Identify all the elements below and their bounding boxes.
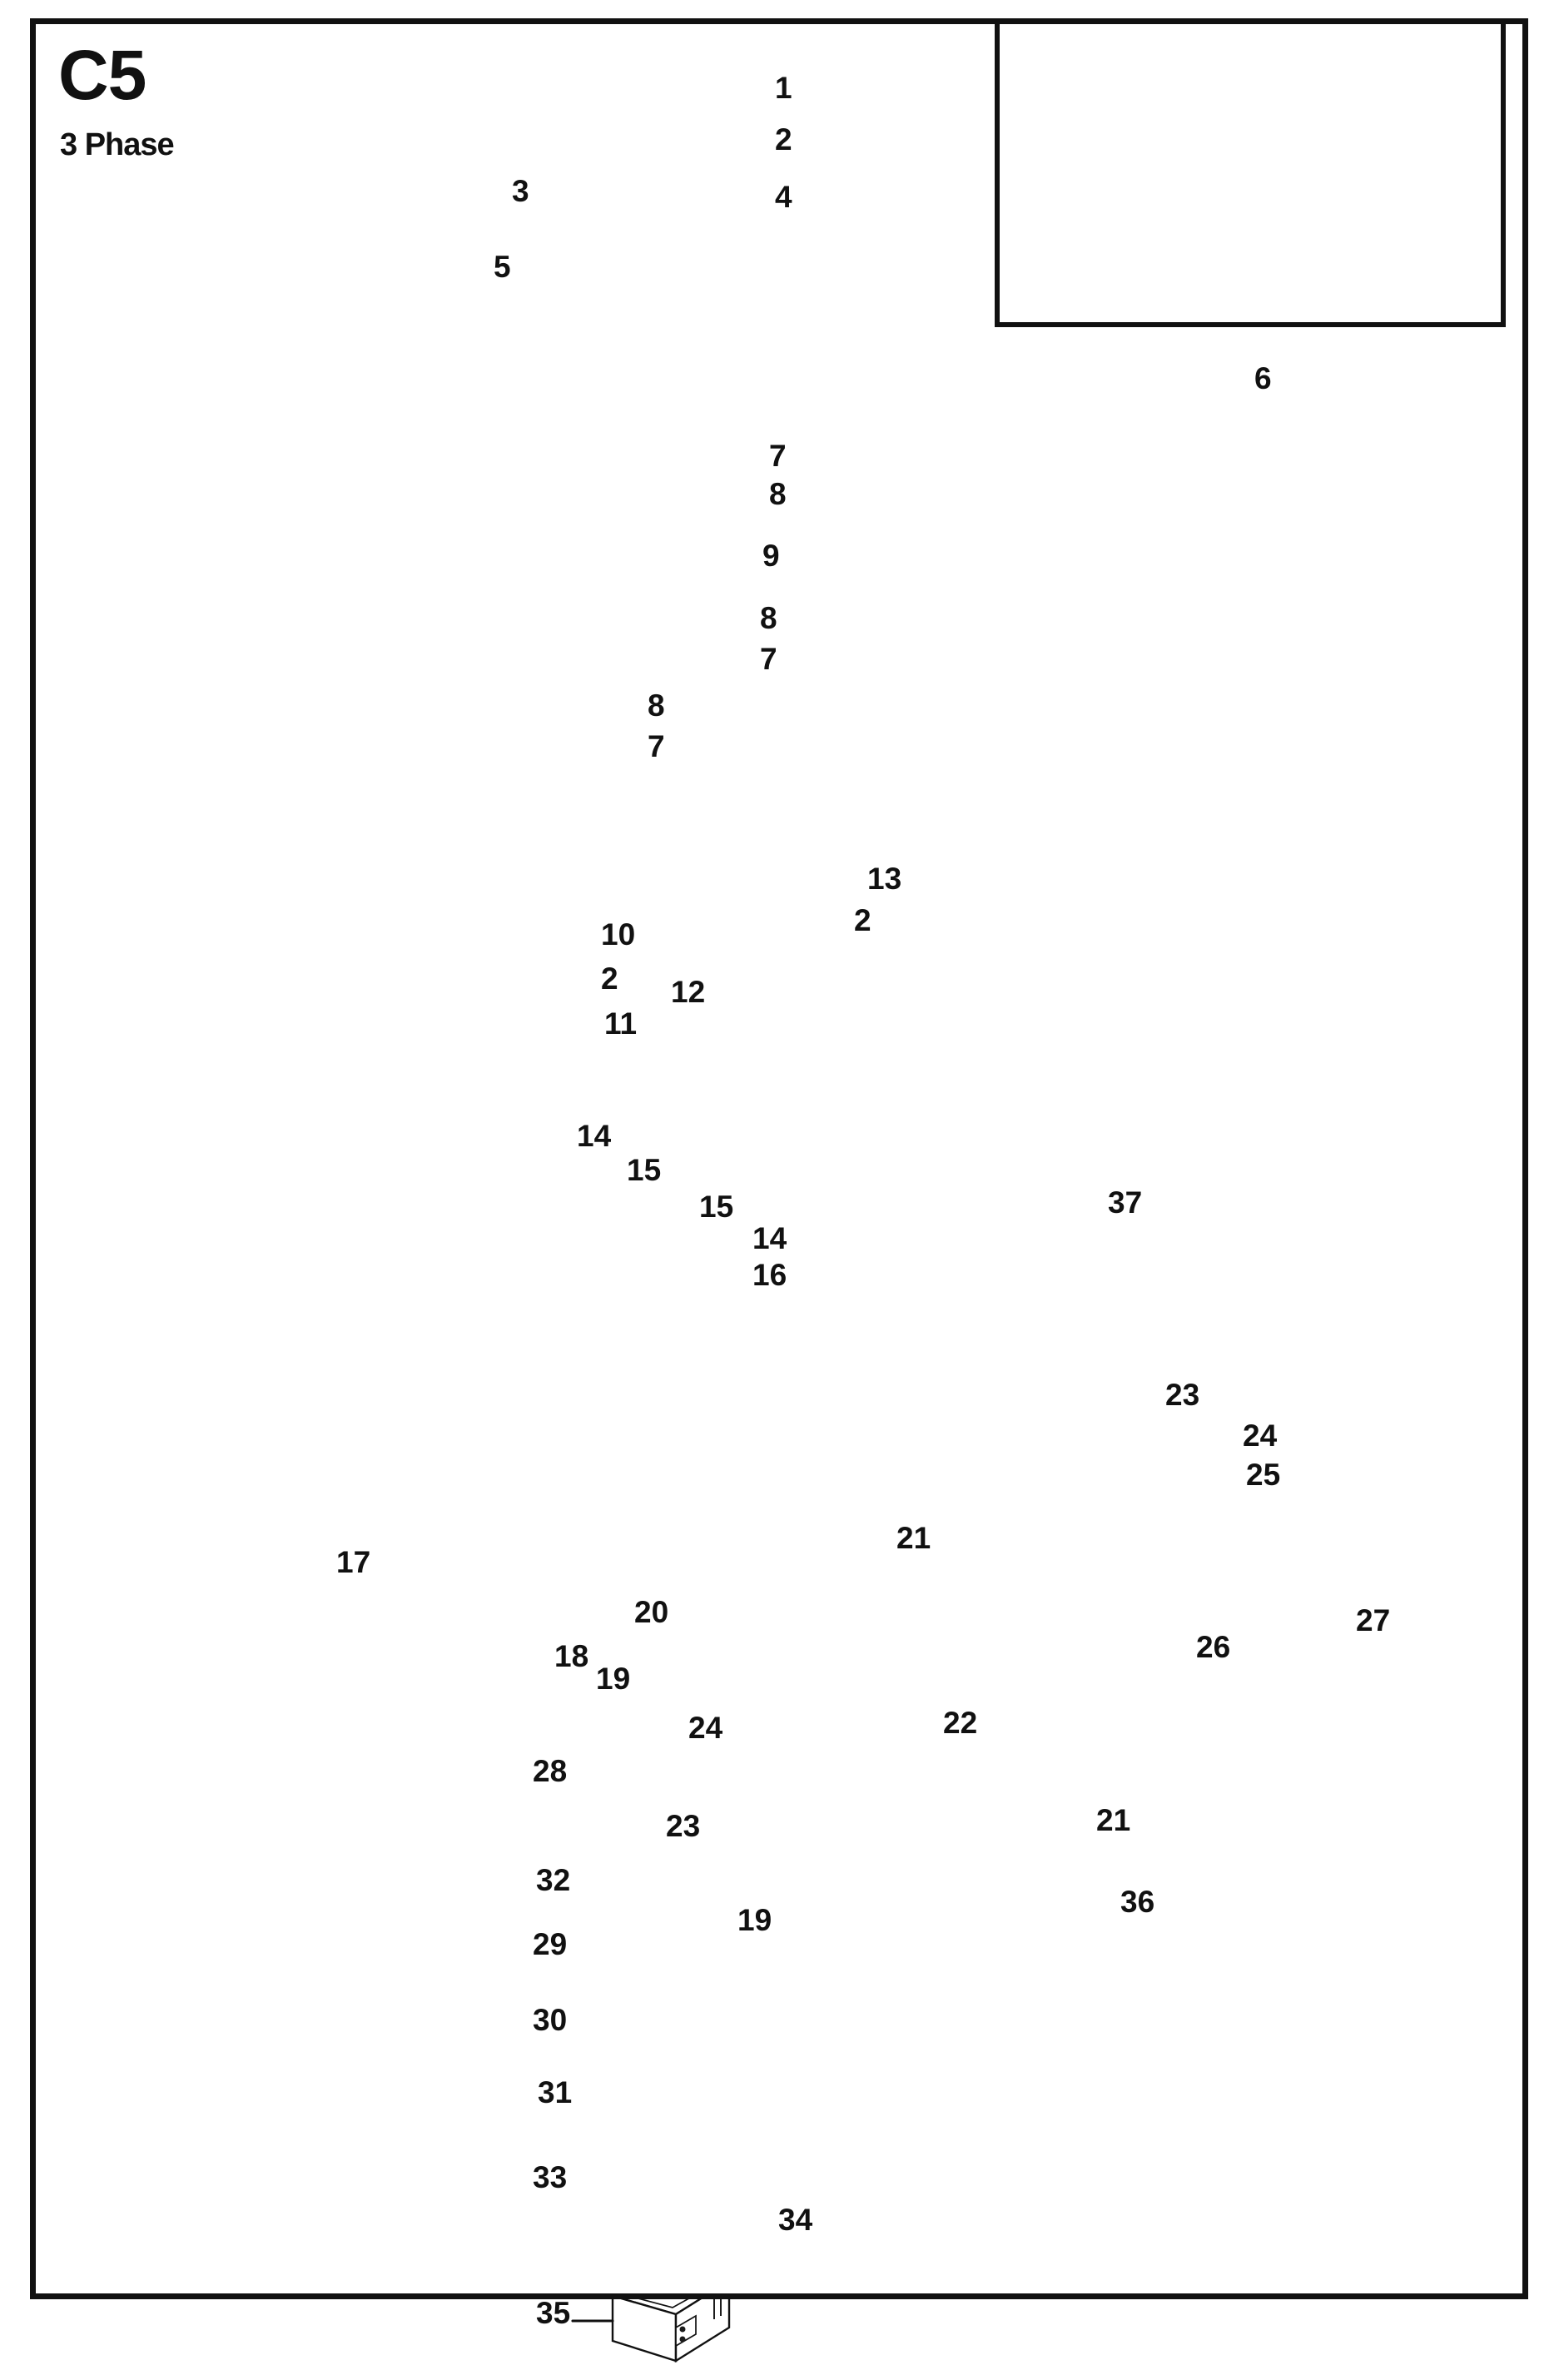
callout-number: 29	[533, 1927, 568, 1961]
callout-number: 9	[762, 539, 780, 573]
callout-number: 34	[778, 2203, 813, 2237]
callout-number: 23	[666, 1809, 701, 1843]
callout-number: 14	[577, 1119, 612, 1153]
callout-number: 16	[752, 1258, 787, 1292]
inset-box-border	[995, 19, 1506, 327]
callout-number: 30	[533, 2003, 568, 2037]
callout-number: 14	[752, 1221, 787, 1255]
callout-number: 19	[596, 1662, 631, 1696]
callout-number: 13	[867, 862, 902, 896]
callout-number: 7	[760, 642, 777, 676]
callout-number: 2	[775, 122, 792, 157]
callout-number: 26	[1196, 1630, 1231, 1664]
callout-number: 20	[634, 1595, 669, 1629]
callout-number: 24	[1243, 1419, 1278, 1453]
callout-number: 8	[769, 477, 787, 511]
callout-number: 5	[494, 250, 511, 284]
callout-number: 22	[943, 1706, 978, 1740]
callout-number: 25	[1246, 1458, 1281, 1492]
callout-number: 33	[533, 2160, 568, 2194]
callout-number: 36	[1120, 1885, 1155, 1919]
sheet-border	[30, 18, 1528, 2299]
callout-number: 23	[1165, 1378, 1200, 1412]
callout-number: 37	[1108, 1185, 1143, 1220]
callout-number: 28	[533, 1754, 568, 1788]
callout-number: 6	[1254, 361, 1272, 395]
callout-number: 31	[538, 2075, 573, 2109]
callout-number: 19	[737, 1903, 772, 1937]
callout-number: 12	[671, 975, 706, 1009]
callout-number: 32	[536, 1863, 571, 1897]
callout-number: 21	[896, 1521, 931, 1555]
callout-number: 21	[1096, 1803, 1131, 1837]
callout-number: 15	[699, 1190, 734, 1224]
callout-number: 27	[1356, 1603, 1391, 1637]
callout-number: 35	[536, 2296, 571, 2330]
page-subtitle: 3 Phase	[60, 127, 175, 162]
callout-number: 17	[336, 1545, 371, 1579]
callout-number: 2	[854, 903, 871, 937]
callout-number: 15	[627, 1153, 662, 1187]
callout-number: 3	[512, 174, 529, 208]
callout-number: 8	[760, 601, 777, 635]
callout-number: 10	[601, 917, 636, 952]
page-title: C5	[58, 36, 146, 114]
callout-number: 11	[604, 1006, 638, 1041]
callout-number: 7	[769, 439, 787, 473]
callout-number: 18	[554, 1639, 589, 1673]
callout-number: 8	[648, 688, 665, 723]
callout-number: 2	[601, 961, 618, 996]
callout-number: 24	[688, 1711, 723, 1745]
callout-number: 7	[648, 729, 665, 763]
callout-number: 4	[775, 180, 792, 214]
callout-number: 1	[775, 71, 792, 105]
